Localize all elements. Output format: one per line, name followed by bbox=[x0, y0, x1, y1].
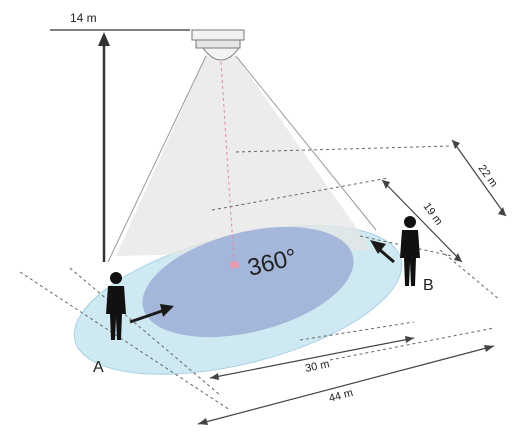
outer-diameter-arrow-left bbox=[198, 418, 208, 425]
inner-diameter-arrow-left bbox=[210, 373, 219, 380]
inner-diameter-arrow-right bbox=[405, 336, 414, 343]
inner-slant-arrow-top bbox=[382, 180, 390, 189]
height-arrow-head bbox=[98, 32, 110, 46]
person-a-direction-arrow-head bbox=[160, 304, 174, 317]
light-cone bbox=[116, 56, 372, 256]
outer-slant-arrow-top bbox=[452, 140, 460, 149]
inner-diameter-label: 30 m bbox=[304, 358, 330, 375]
dimension-guides bbox=[19, 145, 501, 411]
center-mark bbox=[230, 262, 239, 268]
outer-slant-label: 22 m bbox=[476, 163, 500, 190]
camera-icon bbox=[191, 29, 245, 61]
person-a-icon bbox=[106, 272, 126, 340]
outer-diameter-arrow-right bbox=[484, 345, 494, 352]
outer-diameter-label: 44 m bbox=[328, 387, 355, 405]
height-label: 14 m bbox=[70, 11, 97, 25]
inner-coverage-zone bbox=[142, 226, 354, 338]
inner-slant-arrow-bottom bbox=[454, 253, 462, 262]
person-b-icon bbox=[400, 216, 420, 286]
person-b-direction-arrow-head bbox=[370, 240, 386, 254]
slant-dimensions bbox=[381, 139, 507, 263]
outer-slant-arrow-bottom bbox=[498, 207, 506, 216]
diameter-dimensions bbox=[197, 337, 495, 425]
cone-edge-right bbox=[235, 55, 377, 231]
person-b-direction-arrow-line bbox=[379, 248, 395, 264]
person-a-direction-arrow-line bbox=[129, 309, 163, 324]
person-b-label: B bbox=[423, 277, 434, 294]
person-a-label: A bbox=[93, 359, 104, 376]
cone-edge-left bbox=[107, 55, 207, 263]
